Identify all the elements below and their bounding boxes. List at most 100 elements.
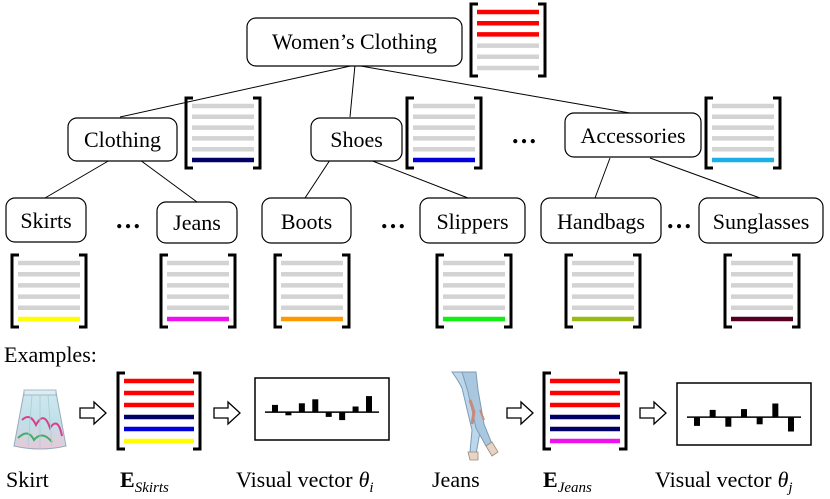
edge-clothing-skirts <box>44 159 111 199</box>
leaf-ellipsis-shoes: … <box>380 205 406 234</box>
embedding-symbol: E <box>120 467 135 492</box>
matrix-bracket-right <box>228 253 237 329</box>
category-node-shoes: Shoes <box>310 117 403 162</box>
vector-bar <box>312 399 319 413</box>
leaf-node-sunglasses: Sunglasses <box>698 197 824 244</box>
leaf-node-box <box>5 197 87 243</box>
matrix-bracket-left <box>704 96 713 170</box>
matrix-bracket-right <box>474 96 483 170</box>
edge-root-accessories <box>354 64 631 114</box>
vector-subscript: i <box>369 480 373 496</box>
category-node-label: Accessories <box>580 123 685 148</box>
vector-bar <box>772 403 779 418</box>
leaf-node-box <box>261 197 352 244</box>
edge-clothing-jeans <box>139 159 198 203</box>
hollow-arrow-shape <box>639 400 667 426</box>
vector-bar <box>756 417 763 425</box>
matrix-bracket-right <box>253 96 262 170</box>
hollow-arrow-shape <box>79 400 107 426</box>
vector-bar <box>325 412 332 417</box>
matrix-bracket-left <box>10 253 19 329</box>
matrix-bracket-left <box>405 96 414 170</box>
edge-shoes-slippers <box>369 159 469 199</box>
examples-heading: Examples: <box>4 342 97 367</box>
leaf-node-box <box>540 197 662 244</box>
jeans-embedding <box>159 253 237 329</box>
leaf-node-handbags: Handbags <box>540 197 662 244</box>
matrix-bracket-left <box>273 253 282 329</box>
vector-symbol: θ <box>359 467 370 492</box>
vector-label-text: Visual vector <box>236 467 353 492</box>
matrix-bracket-right <box>342 253 351 329</box>
hollow-arrow-shape <box>506 400 534 426</box>
leaf-node-boots: Boots <box>261 197 352 244</box>
matrix-bracket-right <box>538 2 547 78</box>
arrow-embedding-to-vector-1 <box>213 400 241 426</box>
leaf-node-box <box>698 197 824 244</box>
vector-subscript: j <box>786 480 792 496</box>
leaf-node-jeans: Jeans <box>156 201 238 244</box>
edge-accessories-handbags <box>594 157 611 199</box>
root-node-box <box>246 17 463 67</box>
tree-edges <box>44 64 761 203</box>
leaf-node-box <box>419 197 526 244</box>
leaf-node-label: Slippers <box>436 209 508 234</box>
vector-symbol: θ <box>778 467 789 492</box>
handbags-embedding <box>564 253 642 329</box>
matrix-bracket-right <box>504 253 513 329</box>
edge-root-shoes <box>349 64 356 118</box>
matrix-bracket-left <box>435 253 444 329</box>
matrix-bracket-left <box>159 253 168 329</box>
embedding-symbol: E <box>543 467 558 492</box>
shoes-embedding <box>405 96 483 170</box>
slippers-embedding <box>435 253 513 329</box>
matrix-bracket-left <box>469 2 478 78</box>
jeans-example-embedding <box>542 371 628 451</box>
vector-label-text: Visual vector <box>655 467 772 492</box>
skirt-embedding-label: ESkirts <box>120 467 169 496</box>
category-ellipsis: … <box>511 120 537 149</box>
jeans-embedding-label: EJeans <box>543 467 592 496</box>
leaf-ellipsis-clothing: … <box>115 205 141 234</box>
matrix-bracket-left <box>184 96 193 170</box>
matrix-bracket-right <box>79 253 88 329</box>
skirt-example-embedding <box>116 371 202 451</box>
arrow-item-to-embedding-1 <box>79 400 107 426</box>
leaf-node-slippers: Slippers <box>419 197 526 244</box>
category-node-box <box>564 112 702 158</box>
visual-vector-box-2 <box>676 382 812 446</box>
sunglasses-embedding <box>723 253 801 329</box>
jeans-label: Jeans <box>432 467 480 492</box>
arrow-embedding-to-vector-2 <box>639 400 667 426</box>
edge-root-clothing <box>119 64 356 118</box>
vector-bar <box>298 403 305 413</box>
root-node-label: Women’s Clothing <box>272 29 437 54</box>
embedding-subscript: Jeans <box>558 480 592 496</box>
matrix-bracket-left <box>116 371 125 451</box>
category-node-box <box>67 117 178 162</box>
vector-bar <box>741 409 747 418</box>
category-node-box <box>310 117 403 162</box>
vector-bar <box>272 404 278 413</box>
leaf-node-label: Jeans <box>173 210 221 235</box>
clothing-embedding <box>184 96 262 170</box>
arrow-item-to-embedding-2 <box>506 400 534 426</box>
root-node: Women’s Clothing <box>246 17 463 67</box>
vector-bar <box>285 412 292 416</box>
matrix-bracket-right <box>773 96 782 170</box>
leaf-ellipsis-accessories: … <box>666 205 692 234</box>
hollow-arrow-shape <box>213 400 241 426</box>
vector-bar <box>788 417 794 432</box>
category-node-clothing: Clothing <box>67 117 178 162</box>
vector-bar <box>352 406 359 413</box>
vector-bar <box>694 417 700 426</box>
matrix-bracket-left <box>542 371 551 451</box>
boots-embedding <box>273 253 351 329</box>
category-node-accessories: Accessories <box>564 112 702 158</box>
edge-shoes-boots <box>304 159 331 199</box>
accessories-embedding <box>704 96 782 170</box>
skirt-label: Skirt <box>6 467 49 492</box>
leaf-node-label: Handbags <box>557 209 645 234</box>
